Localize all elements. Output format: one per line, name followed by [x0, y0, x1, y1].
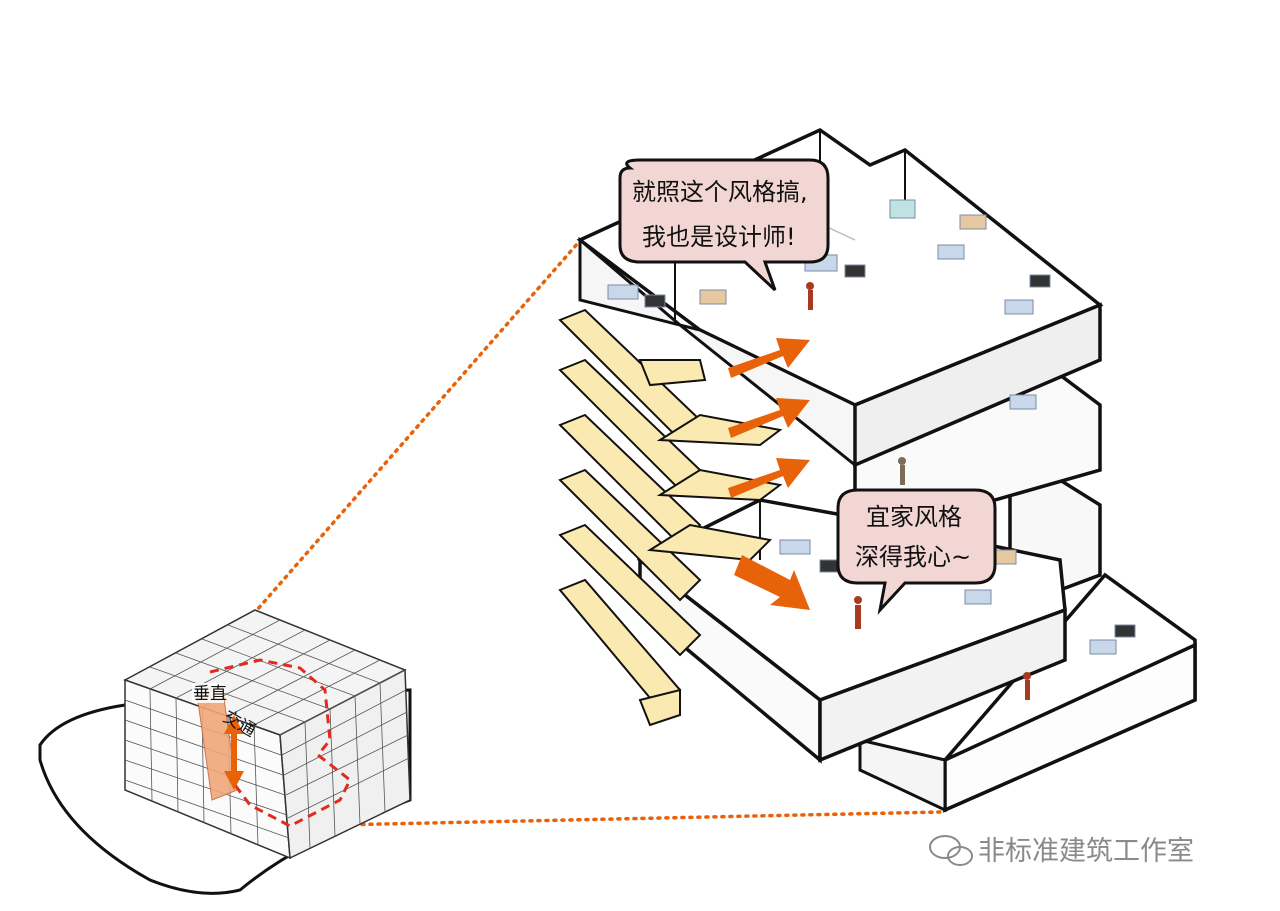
- vertical-arrow-icon: [224, 715, 244, 790]
- main-building: 就照这个风格搞, 我也是设计师! 宜家风格 深得我心~: [558, 127, 1197, 813]
- zoom-connector-lines: [241, 241, 942, 828]
- speech-bubble-bottom: 宜家风格 深得我心~: [836, 488, 997, 615]
- external-staircase: [558, 308, 783, 727]
- arrow-down-right-icon: [734, 555, 810, 610]
- speech-bubble-top: 就照这个风格搞, 我也是设计师!: [618, 158, 830, 292]
- core-label-line1: 垂直: [193, 684, 227, 704]
- watermark: 非标准建筑工作室: [929, 835, 1194, 867]
- person-figures: [806, 282, 1031, 700]
- arrow-right-icon: [728, 398, 810, 438]
- bubble-bottom-line2: 深得我心~: [855, 543, 971, 571]
- arrow-right-icon: [728, 458, 810, 498]
- bubble-top-line1: 就照这个风格搞,: [632, 178, 808, 206]
- site-model: 垂直 交通: [38, 609, 412, 895]
- wechat-icon: [929, 835, 973, 866]
- watermark-text: 非标准建筑工作室: [978, 836, 1194, 867]
- circulation-path: [209, 658, 352, 828]
- bubble-top-line2: 我也是设计师!: [642, 223, 796, 251]
- bubble-bottom-line1: 宜家风格: [866, 503, 962, 531]
- arrow-right-icon: [728, 338, 810, 378]
- circulation-arrows: [728, 338, 810, 610]
